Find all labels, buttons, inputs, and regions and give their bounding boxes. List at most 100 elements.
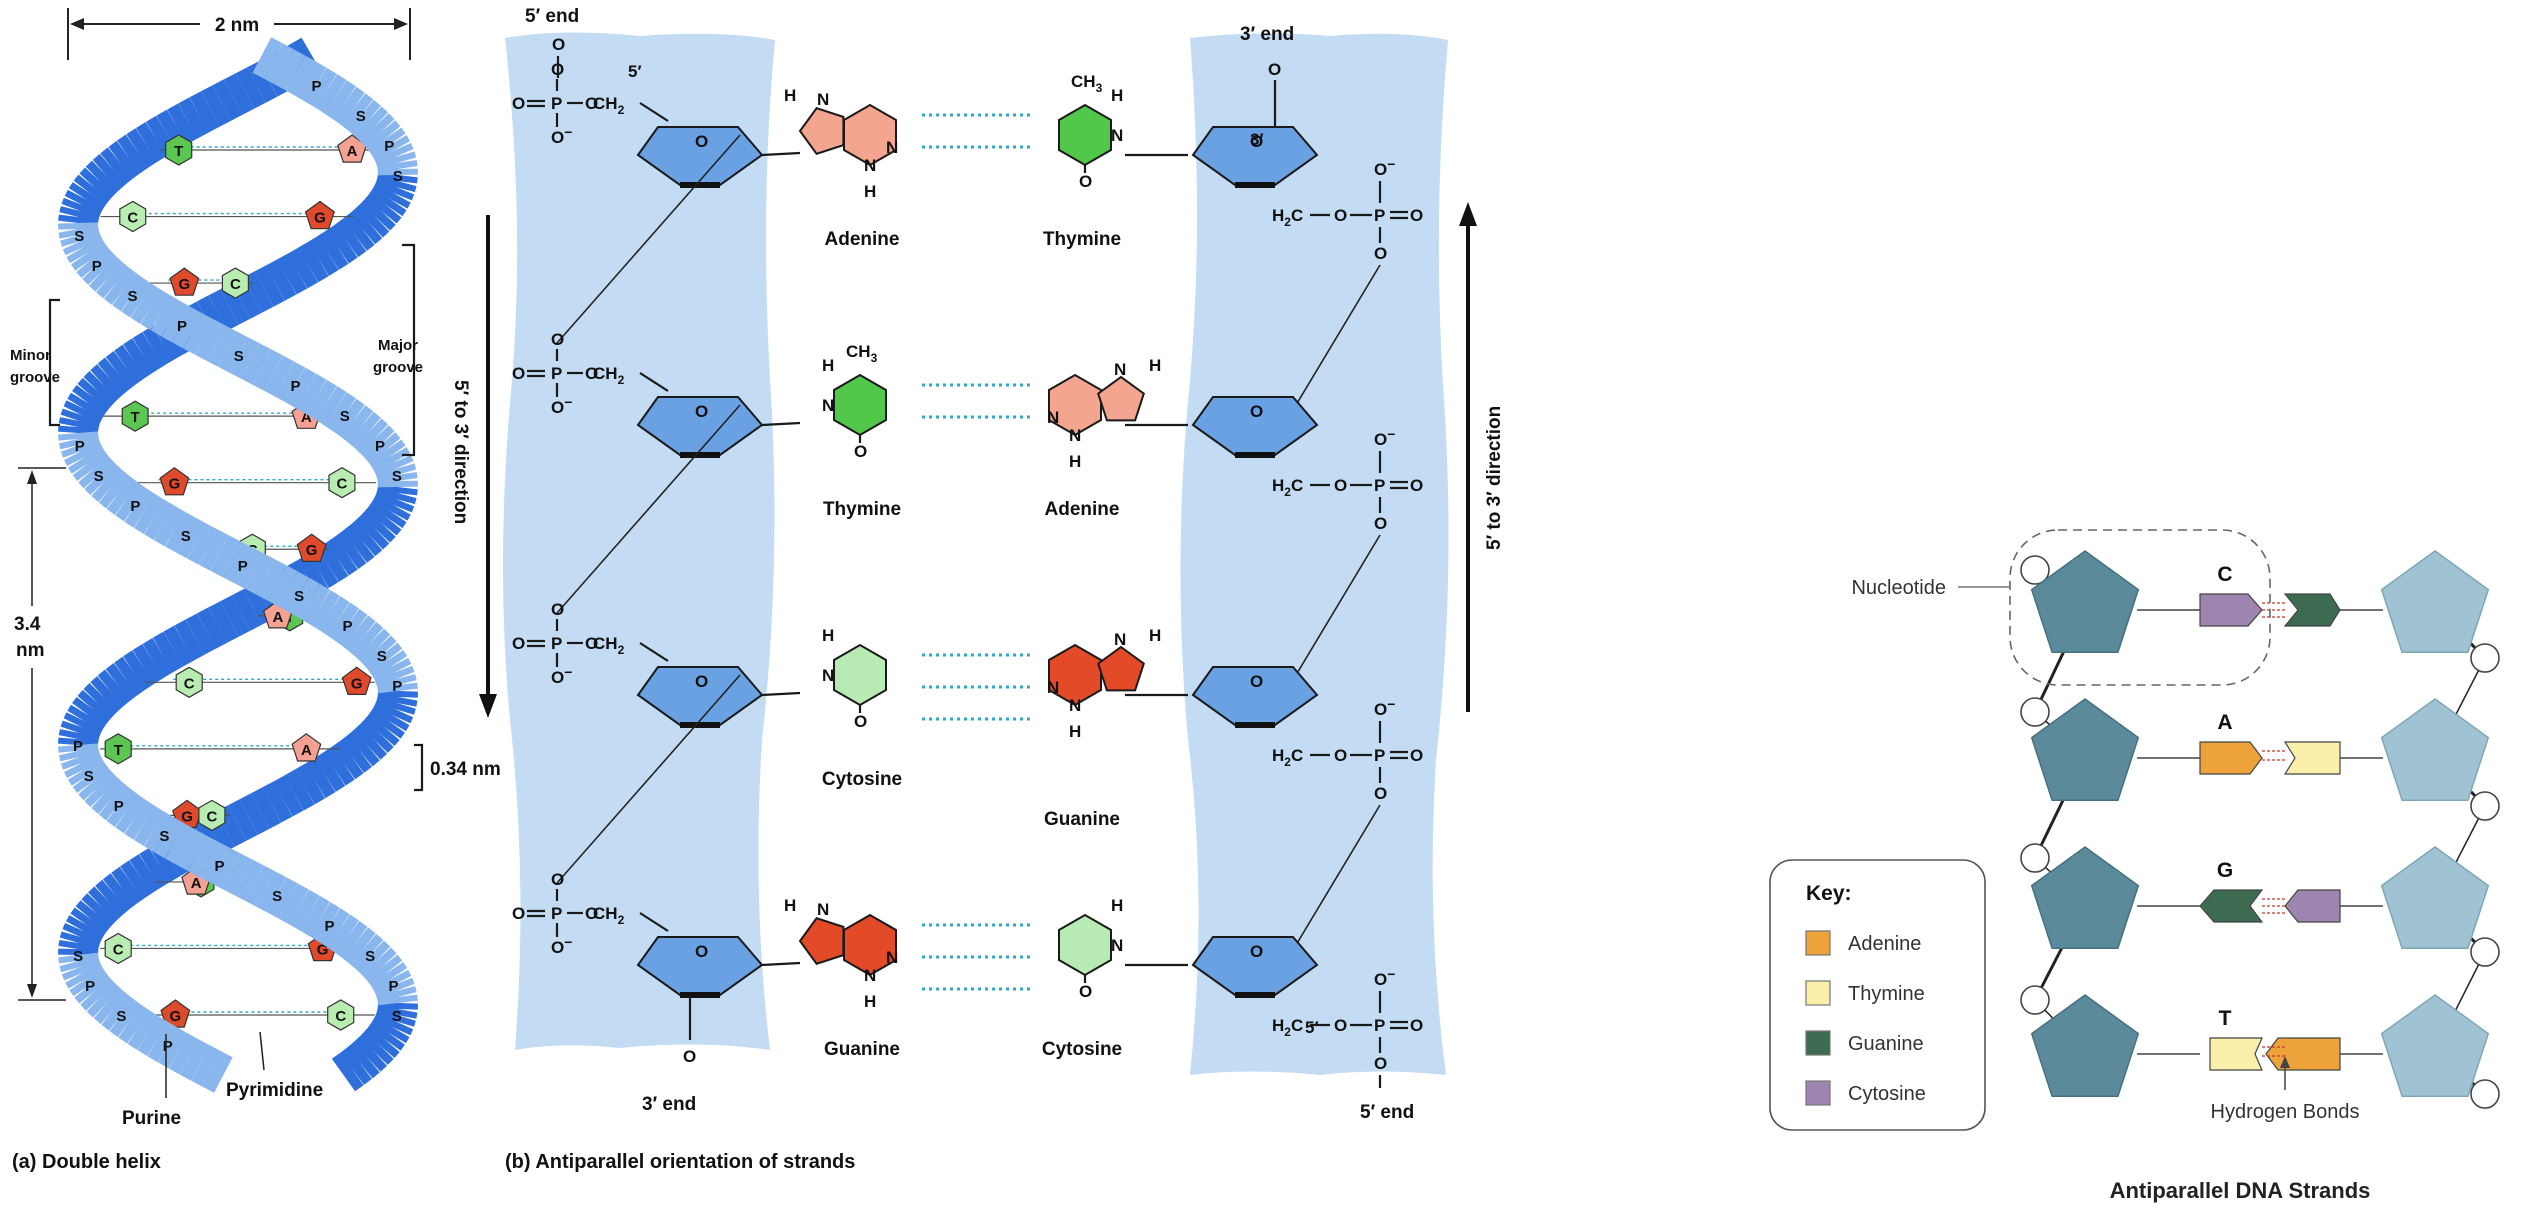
helix-strand-segment: [147, 139, 157, 145]
helix-strand-segment: [298, 265, 309, 271]
helix-strand-segment: [195, 631, 206, 637]
helix-strand-segment: [145, 823, 155, 829]
helix-strand-segment: [360, 745, 367, 751]
helix-strand-segment: [376, 523, 382, 529]
oxygen-atom: O: [551, 330, 564, 349]
pyrimidine-ring: [834, 375, 886, 435]
oxygen-atom: O: [1410, 206, 1423, 225]
pyrimidine-ring: [834, 645, 886, 705]
hydrogen-atom: H: [864, 992, 876, 1011]
helix-strand-segment: [197, 541, 208, 547]
helix-strand-segment: [88, 709, 93, 715]
helix-strand-segment: [389, 1027, 393, 1033]
left-base-block: [2210, 1038, 2262, 1070]
helix-strand-segment: [254, 571, 266, 577]
helix-strand-segment: [336, 97, 345, 103]
helix-strand-segment: [178, 1051, 189, 1057]
helix-strand-segment: [153, 655, 163, 661]
helix-strand-segment: [230, 613, 242, 619]
phosphorus-atom: P: [551, 634, 562, 653]
oxygen-atom: O: [551, 600, 564, 619]
right-sugar-pentagon: [2382, 995, 2489, 1096]
base-pair-letter: A: [2217, 711, 2232, 734]
arrowhead: [70, 18, 84, 30]
phosphate-circle: [2021, 698, 2049, 726]
helix-strand-segment: [166, 127, 177, 133]
helix-strand-segment: [368, 121, 374, 127]
helix-strand-segment: [145, 511, 155, 517]
helix-strand-segment: [101, 997, 107, 1003]
helix-strand-segment: [103, 271, 110, 277]
helix-backbone-letter: S: [294, 588, 304, 605]
helix-base-letter: T: [131, 409, 140, 426]
subscript: 2: [618, 103, 625, 117]
helix-strand-segment: [154, 517, 164, 523]
helix-strand-segment: [283, 793, 294, 799]
helix-strand-segment: [151, 307, 161, 313]
helix-strand-segment: [201, 1063, 212, 1069]
charge: −: [1387, 156, 1395, 172]
helix-strand-segment: [90, 187, 95, 193]
oxygen-atom: O: [1374, 1054, 1387, 1073]
nitrogen-atom: N: [1047, 408, 1059, 427]
phosphorus-atom: P: [551, 94, 562, 113]
left-base-label: Thymine: [823, 499, 901, 520]
helix-strand-segment: [326, 91, 335, 97]
helix-base-letter: A: [301, 742, 312, 759]
five-prime-label: 5′: [628, 62, 642, 81]
nitrogen-atom: N: [864, 156, 876, 175]
helix-base-letter: G: [314, 210, 326, 227]
hydrogen-atom: H: [1111, 86, 1123, 105]
helix-strand-segment: [107, 1003, 114, 1009]
sugar-oxygen: O: [695, 672, 708, 691]
helix-strand-segment: [362, 535, 369, 541]
helix-base-letter: C: [335, 1008, 346, 1025]
helix-strand-segment: [241, 607, 253, 613]
helix-strand-segment: [87, 919, 91, 925]
nitrogen-atom: N: [822, 666, 834, 685]
helix-strand-segment: [126, 673, 135, 679]
phosphate-circle: [2021, 844, 2049, 872]
carbon: C: [1291, 1016, 1303, 1035]
helix-strand-segment: [395, 157, 397, 163]
helix-strand-segment: [395, 703, 397, 709]
purine-five-ring: [1098, 647, 1144, 690]
nitrogen-atom: N: [1047, 678, 1059, 697]
oxygen-atom: O: [512, 634, 525, 653]
helix-strand-segment: [310, 913, 320, 919]
helix-strand-segment: [98, 697, 104, 703]
subscript: 2: [618, 373, 625, 387]
oxygen-atom: O: [1334, 1016, 1347, 1035]
helix-strand-segment: [134, 355, 143, 361]
glycosidic-bond: [762, 153, 800, 155]
oxygen-atom: O: [551, 870, 564, 889]
key-label: Guanine: [1848, 1033, 1924, 1055]
helix-backbone-letter: P: [85, 978, 95, 995]
top-right-end-label: 3′ end: [1240, 24, 1294, 45]
helix-strand-segment: [317, 397, 327, 403]
helix-backbone-letter: S: [94, 468, 104, 485]
key-swatch: [1806, 931, 1830, 955]
helix-strand-segment: [79, 937, 81, 943]
helix-strand-segment: [148, 1033, 158, 1039]
helix-strand-segment: [80, 757, 82, 763]
key-swatch: [1806, 981, 1830, 1005]
helix-strand-segment: [355, 229, 363, 235]
oxygen-atom: O: [854, 712, 867, 731]
helix-backbone-letter: S: [377, 648, 387, 665]
helix-strand-segment: [134, 667, 143, 673]
helix-strand-segment: [356, 631, 364, 637]
phosphate-circle: [2471, 792, 2499, 820]
helix-strand-segment: [315, 775, 325, 781]
five-prime-label: 5′: [1305, 1018, 1319, 1037]
helix-strand-segment: [310, 601, 320, 607]
helix-strand-segment: [142, 301, 152, 307]
helix-strand-segment: [245, 85, 257, 91]
helix-strand-segment: [106, 169, 113, 175]
phosphorus-atom: P: [1374, 746, 1385, 765]
helix-backbone-letter: S: [159, 828, 169, 845]
